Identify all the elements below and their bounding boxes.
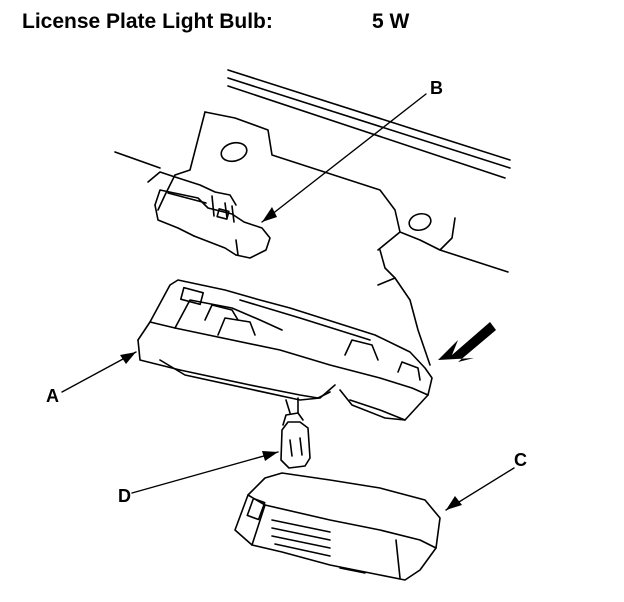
callout-leaders <box>61 93 515 511</box>
mounting-hole-left <box>220 141 248 163</box>
mounting-bracket <box>157 111 456 366</box>
lamp-housing <box>137 279 433 421</box>
direction-arrow <box>438 322 496 362</box>
callout-label-b: B <box>430 78 443 98</box>
arrowhead-b <box>262 207 277 222</box>
lens <box>234 472 441 581</box>
body-panel <box>114 69 511 273</box>
wire-connector <box>147 171 271 259</box>
leader-arrowheads <box>120 207 462 510</box>
arrowhead-c <box>446 496 462 510</box>
arrowhead-a <box>120 352 136 364</box>
callout-label-a: A <box>46 386 59 406</box>
callout-label-d: D <box>118 486 131 506</box>
leader-d <box>131 451 279 494</box>
bulb <box>280 397 311 469</box>
callout-label-c: C <box>514 450 527 470</box>
spec-label: License Plate Light Bulb: <box>22 10 273 33</box>
leader-b <box>261 93 427 223</box>
spec-value: 5 W <box>372 10 410 33</box>
arrowhead-d <box>262 451 278 461</box>
mounting-hole-right <box>408 212 432 232</box>
